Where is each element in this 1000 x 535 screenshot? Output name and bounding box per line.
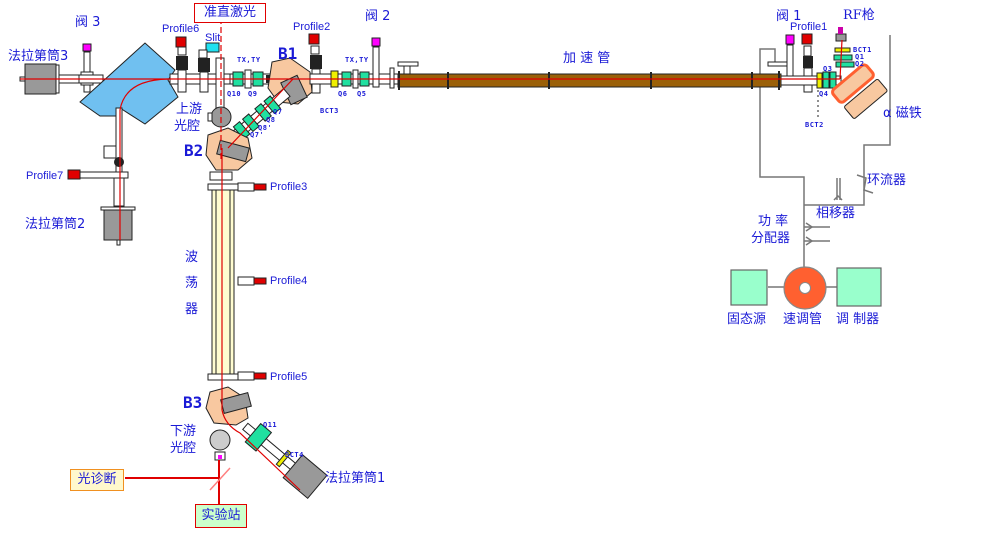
slit-monitor — [198, 42, 220, 93]
downstream-optical-cavity — [209, 429, 231, 451]
valve-1-label: 阀 1 — [776, 9, 802, 24]
valve-2 — [371, 37, 381, 88]
txty-label-b: TX,TY — [345, 56, 369, 64]
faraday1-transport — [242, 422, 328, 499]
diagonal-transport — [229, 87, 291, 143]
q8-prime-label: Q8' — [258, 124, 273, 132]
profile4-label: Profile4 — [270, 275, 308, 287]
faraday-cup-2 — [100, 206, 136, 246]
accelerator-tube — [397, 61, 789, 90]
undulator-char-2: 荡 — [185, 276, 199, 291]
dipole-b2 — [205, 127, 253, 171]
faraday-cup-3-label: 法拉第筒3 — [8, 49, 69, 64]
upstream-mirror-port — [215, 57, 225, 111]
rf-waveguide-lines — [759, 35, 891, 305]
experiment-station-box: 实验站 — [195, 504, 247, 528]
q7-prime-label: Q7' — [250, 131, 265, 139]
electron-beam-path — [20, 39, 843, 512]
profile1-label: Profile1 — [790, 21, 828, 33]
quad-q3 — [822, 71, 830, 89]
power-divider-label-2: 分配器 — [751, 231, 791, 246]
bct2 — [816, 72, 823, 89]
quad-q4 — [829, 71, 837, 89]
upstream-cavity-label-2: 光腔 — [174, 119, 201, 134]
profile5-monitor — [237, 371, 267, 381]
circulator-label: 环流器 — [867, 173, 907, 188]
txty-label-a: TX,TY — [237, 56, 261, 64]
diagnostic-mirror — [209, 467, 231, 491]
experiment-station-text: 实验站 — [201, 508, 241, 523]
profile2-label: Profile2 — [293, 21, 331, 33]
rf-gun-label: RF枪 — [843, 8, 875, 23]
faraday-cup-2-label: 法拉第筒2 — [25, 217, 86, 232]
klystron-label: 速调管 — [783, 312, 823, 327]
q11-label: Q11 — [263, 421, 278, 429]
optical-diagnostics-text: 光诊断 — [77, 472, 117, 487]
solid-state-source-label: 固态源 — [727, 312, 767, 327]
bct3-label: BCT3 — [320, 107, 339, 115]
dipole-b3-label: B3 — [183, 393, 203, 412]
q6-label: Q6 — [338, 90, 348, 98]
alpha-magnet-label: α 磁铁 — [883, 106, 922, 121]
downstream-cavity-label-1: 下游 — [170, 424, 197, 439]
accelerator-tube-label: 加 速 管 — [563, 51, 611, 66]
bct1-label: BCT1 — [853, 46, 872, 54]
q3-label: Q3 — [823, 65, 833, 73]
solid-state-source-box — [730, 269, 768, 306]
downstream-cavity-label-2: 光腔 — [170, 441, 197, 456]
undulator — [207, 171, 239, 381]
profile4-monitor — [237, 276, 267, 286]
profile3-label: Profile3 — [270, 181, 308, 193]
modulator-label: 调 制器 — [836, 312, 880, 327]
profile5-label: Profile5 — [270, 371, 308, 383]
undulator-char-3: 器 — [185, 302, 199, 317]
optical-diagnostics-box: 光诊断 — [70, 469, 124, 491]
rf-gun — [833, 27, 855, 68]
klystron-core — [799, 282, 811, 294]
alignment-laser-text: 准直激光 — [203, 5, 256, 20]
profile6-label: Profile6 — [162, 23, 200, 35]
profile6-monitor — [175, 36, 188, 93]
bct2-label: BCT2 — [805, 121, 824, 129]
bending-chamber — [79, 42, 179, 125]
phase-shifter-label: 相移器 — [816, 206, 856, 221]
q8-label: Q8 — [266, 116, 276, 124]
bct4-label: BCT4 — [285, 451, 304, 459]
alpha-magnet — [831, 63, 888, 119]
profile7-monitor — [67, 169, 81, 180]
dipole-b1-label: B1 — [278, 44, 298, 63]
q10-label: Q10 — [227, 90, 242, 98]
alignment-laser-label: 准直激光 — [194, 3, 266, 23]
undulator-char-1: 波 — [185, 250, 199, 265]
valve-3-label: 阀 3 — [75, 15, 101, 30]
q4-label: Q4 — [819, 90, 829, 98]
valve-2-label: 阀 2 — [365, 9, 391, 24]
q2-label: Q2 — [855, 60, 865, 68]
slit-label: Slit — [205, 32, 221, 44]
dipole-b3 — [205, 386, 252, 426]
q5-label: Q5 — [357, 90, 367, 98]
faraday-cup-1-label: 法拉第筒1 — [325, 471, 386, 486]
q1-label: Q1 — [855, 53, 865, 61]
profile3-monitor — [237, 182, 267, 192]
q9-label: Q9 — [248, 90, 258, 98]
valve-3 — [80, 43, 94, 93]
upstream-cavity-label-1: 上游 — [176, 102, 203, 117]
modulator-box — [836, 267, 882, 307]
undulator-label: 波 荡 器 — [185, 245, 199, 323]
profile7-label: Profile7 — [26, 170, 64, 182]
power-divider-label-1: 功 率 — [758, 214, 789, 229]
dipole-b2-label: B2 — [184, 141, 204, 160]
q7-label: Q7 — [273, 108, 283, 116]
